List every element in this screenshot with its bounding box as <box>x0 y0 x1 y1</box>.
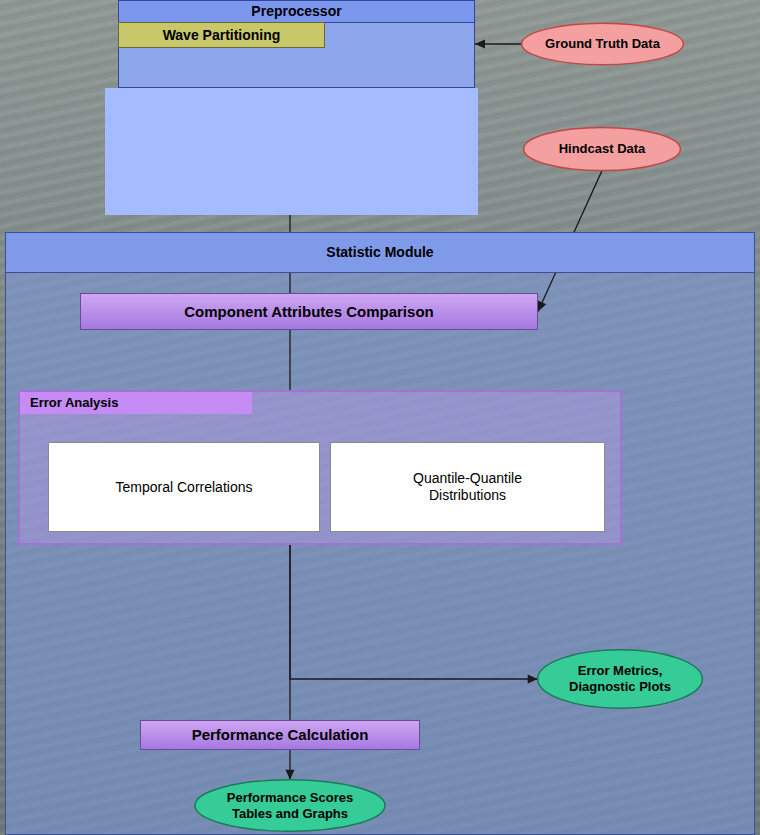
node-label: Preprocessor <box>251 3 341 20</box>
process-box: Quantile-Quantile Distributions <box>330 442 605 532</box>
connector <box>286 750 295 780</box>
node-label: Ground Truth Data <box>545 36 660 52</box>
node-label: Error Analysis <box>30 395 118 411</box>
arrowhead <box>286 770 295 780</box>
ellipse-outline <box>195 780 385 832</box>
header-band: Preprocessor <box>119 1 474 23</box>
connector-line <box>289 273 290 293</box>
preprocessor-box: PreprocessorWave Partitioning <box>118 0 475 88</box>
connector <box>290 545 538 684</box>
node-label: Performance Calculation <box>192 726 369 744</box>
data-ellipse: Hindcast Data <box>522 126 682 172</box>
node-label: Quantile-Quantile Distributions <box>393 470 543 504</box>
arrowhead <box>528 675 538 684</box>
node-label: Performance Scores Tables and Graphs <box>220 790 360 821</box>
node-label: Hindcast Data <box>559 141 646 157</box>
node-label: Error Metrics, Diagnostic Plots <box>560 663 680 694</box>
connector <box>475 40 522 49</box>
ellipse-outline <box>524 127 681 170</box>
output-ellipse: Error Metrics, Diagnostic Plots <box>536 648 704 710</box>
process-box: Wave Partitioning <box>118 22 325 48</box>
connector-line <box>290 545 538 679</box>
output-ellipse: Performance Scores Tables and Graphs <box>193 778 387 833</box>
ellipse-outline <box>522 23 684 64</box>
arrowhead <box>538 301 546 312</box>
blank-panel <box>105 88 478 215</box>
process-box: Performance Calculation <box>140 720 420 750</box>
connector-line <box>289 545 290 720</box>
connector <box>290 545 291 720</box>
node-label: Statistic Module <box>326 244 433 261</box>
connector <box>290 330 291 390</box>
process-box: Temporal Correlations <box>48 442 320 532</box>
node-label: Temporal Correlations <box>116 479 253 496</box>
connector-line <box>289 330 290 390</box>
node-label: Wave Partitioning <box>163 27 281 44</box>
arrowhead <box>475 40 485 49</box>
connector <box>290 273 291 293</box>
header-band: Statistic Module <box>6 233 754 273</box>
node-label: Component Attributes Comparison <box>184 303 433 321</box>
module-panel: Statistic ModuleComponent Attributes Com… <box>5 232 755 835</box>
group-box: Error AnalysisTemporal Correlations Quant… <box>18 390 622 545</box>
data-ellipse: Ground Truth Data <box>520 22 685 66</box>
ellipse-outline <box>538 650 703 708</box>
process-box: Component Attributes Comparison <box>80 293 538 330</box>
header-tab: Error Analysis <box>20 392 252 414</box>
module-panel-fill <box>5 272 755 835</box>
